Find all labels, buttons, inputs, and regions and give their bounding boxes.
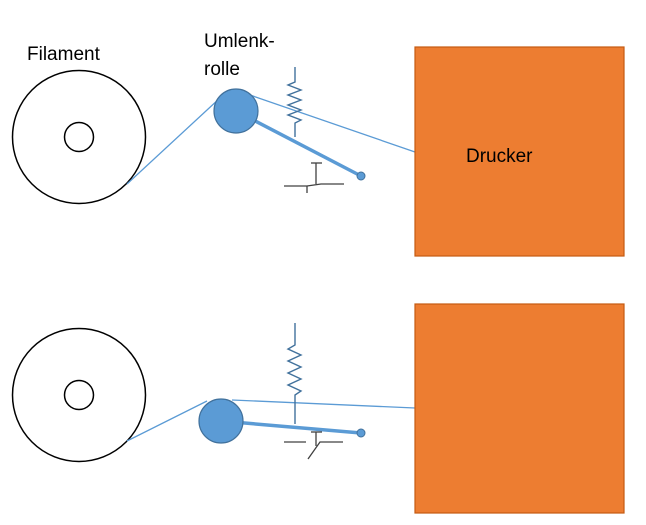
- switch-symbol: [284, 431, 343, 460]
- pulley: [213, 88, 259, 134]
- filament-spool: [11, 327, 147, 463]
- lever-arm: [235, 109, 362, 178]
- spring: [286, 323, 303, 424]
- lever-arm: [220, 419, 362, 435]
- filament-spool: [11, 69, 147, 205]
- filament-line-to-pulley: [126, 97, 221, 185]
- filament-label: Filament: [27, 44, 100, 65]
- printer-box: [414, 46, 625, 257]
- diagram-bottom: [11, 303, 625, 514]
- lever-pivot: [356, 428, 366, 438]
- printer-label: Drucker: [466, 146, 533, 167]
- switch-symbol: [284, 162, 344, 193]
- filament-line-to-pulley: [126, 400, 208, 442]
- lever-pivot: [356, 171, 366, 181]
- filament-line-to-printer: [231, 399, 416, 409]
- pulley-label-line2: rolle: [204, 59, 240, 80]
- printer-box: [414, 303, 625, 514]
- spring: [286, 67, 303, 137]
- pulley: [198, 398, 244, 444]
- diagram-top: [11, 46, 625, 257]
- filament-line-to-printer: [249, 94, 416, 153]
- pulley-label-line1: Umlenk-: [204, 31, 275, 52]
